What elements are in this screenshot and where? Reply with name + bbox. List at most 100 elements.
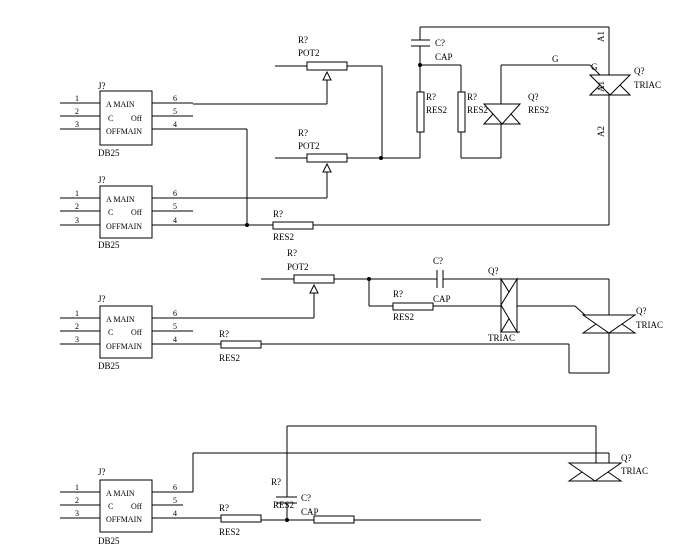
capacitor-1: C? CAP (411, 26, 609, 92)
svg-text:Q?: Q? (634, 66, 645, 76)
triac-small-1: Q? RES2 (482, 65, 549, 158)
svg-text:R?: R? (426, 92, 436, 102)
resistor-vertical-1: R? RES2 (416, 91, 447, 158)
svg-text:R?: R? (219, 329, 229, 339)
svg-text:5: 5 (173, 496, 177, 505)
svg-text:Q?: Q? (636, 306, 647, 316)
svg-text:6: 6 (173, 483, 177, 492)
svg-text:DB25: DB25 (98, 536, 120, 546)
svg-text:4: 4 (173, 509, 177, 518)
resistor-vertical-2: R? RES2 (457, 65, 501, 159)
svg-text:A MAIN: A MAIN (106, 195, 135, 204)
svg-text:1: 1 (75, 189, 79, 198)
svg-text:Off: Off (131, 502, 142, 511)
svg-text:2: 2 (75, 496, 79, 505)
svg-text:A MAIN: A MAIN (106, 315, 135, 324)
pin-label: 2 (75, 107, 79, 116)
svg-text:4: 4 (173, 216, 177, 225)
svg-text:TRIAC: TRIAC (621, 466, 648, 476)
svg-text:OFFMAIN: OFFMAIN (106, 515, 142, 524)
svg-text:G: G (552, 54, 559, 64)
svg-text:OFFMAIN: OFFMAIN (106, 127, 142, 136)
pin-label: 3 (75, 120, 79, 129)
connector-part: DB25 (98, 148, 120, 158)
svg-text:1: 1 (75, 483, 79, 492)
svg-text:Off: Off (131, 328, 142, 337)
svg-text:A1: A1 (596, 31, 606, 42)
potentiometer-2: R? POT2 (193, 128, 420, 199)
svg-text:OFFMAIN: OFFMAIN (106, 342, 142, 351)
svg-text:OFFMAIN: OFFMAIN (106, 222, 142, 231)
pin-label: 6 (173, 94, 177, 103)
svg-text:J?: J? (98, 294, 106, 304)
svg-text:RES2: RES2 (273, 500, 294, 510)
svg-text:R?: R? (219, 503, 229, 513)
svg-text:C?: C? (433, 256, 443, 266)
svg-text:DB25: DB25 (98, 240, 120, 250)
svg-text:R?: R? (298, 35, 308, 45)
svg-text:POT2: POT2 (298, 48, 320, 58)
svg-text:3: 3 (75, 509, 79, 518)
svg-text:1: 1 (75, 309, 79, 318)
svg-text:5: 5 (173, 202, 177, 211)
svg-text:A MAIN: A MAIN (106, 100, 135, 109)
svg-text:C: C (108, 114, 113, 123)
svg-text:G: G (591, 62, 598, 72)
connector-j1: J? 1 2 3 6 5 4 A MAIN C Off OFFMAIN DB25 (60, 81, 193, 158)
svg-text:3: 3 (75, 216, 79, 225)
svg-text:C: C (108, 502, 113, 511)
svg-text:J?: J? (98, 175, 106, 185)
capacitor-3: C? CAP R? RES2 (271, 477, 319, 522)
svg-text:R?: R? (287, 248, 297, 258)
svg-text:TRIAC: TRIAC (636, 320, 663, 330)
connector-ref: J? (98, 81, 106, 91)
svg-text:TRIAC: TRIAC (488, 333, 515, 343)
svg-text:R?: R? (271, 477, 281, 487)
svg-text:A2: A2 (596, 126, 606, 137)
svg-text:TRIAC: TRIAC (634, 80, 661, 90)
svg-text:R?: R? (467, 92, 477, 102)
connector-j2: J? 1 2 3 6 5 4 A MAIN C Off OFFMAIN DB25 (60, 175, 193, 250)
svg-text:Off: Off (131, 208, 142, 217)
pin-label: 4 (173, 120, 177, 129)
svg-text:C: C (108, 328, 113, 337)
resistor-2: R? RES2 (368, 279, 501, 322)
resistor-1: R? RES2 (193, 209, 609, 242)
svg-text:RES2: RES2 (219, 353, 240, 363)
svg-text:CAP: CAP (433, 294, 451, 304)
capacitor-2: C? CAP (433, 256, 501, 304)
svg-text:RES2: RES2 (393, 312, 414, 322)
svg-text:C: C (108, 208, 113, 217)
svg-text:CAP: CAP (435, 52, 453, 62)
svg-text:3: 3 (75, 335, 79, 344)
svg-text:2: 2 (75, 322, 79, 331)
resistor-3: R? RES2 (193, 329, 609, 374)
pin-label: 1 (75, 94, 79, 103)
potentiometer-3: R? POT2 (193, 248, 437, 319)
svg-text:6: 6 (173, 309, 177, 318)
svg-text:C?: C? (301, 493, 311, 503)
svg-text:R?: R? (298, 128, 308, 138)
svg-text:A MAIN: A MAIN (106, 489, 135, 498)
connector-j3: J? 1 2 3 6 5 4 A MAIN C Off OFFMAIN DB25 (60, 294, 193, 371)
potentiometer-1: R? POT2 (193, 35, 383, 158)
svg-text:RES2: RES2 (219, 527, 240, 537)
svg-text:Off: Off (131, 114, 142, 123)
svg-text:6: 6 (173, 189, 177, 198)
svg-text:RES2: RES2 (467, 105, 488, 115)
resistor-4: R? RES2 (193, 503, 481, 537)
pin-label: 5 (173, 107, 177, 116)
svg-text:DB25: DB25 (98, 361, 120, 371)
svg-text:A1: A1 (596, 81, 606, 92)
svg-text:4: 4 (173, 335, 177, 344)
svg-text:CAP: CAP (301, 507, 319, 517)
connector-j4: J? 1 2 3 6 5 4 A MAIN C Off OFFMAIN DB25 (60, 467, 193, 546)
svg-text:POT2: POT2 (298, 141, 320, 151)
svg-text:C?: C? (435, 38, 445, 48)
svg-text:J?: J? (98, 467, 106, 477)
triac-small-2: Q? TRIAC (488, 266, 586, 343)
svg-text:R?: R? (273, 209, 283, 219)
svg-text:RES2: RES2 (426, 105, 447, 115)
triac-main-2: Q? TRIAC (520, 278, 663, 373)
